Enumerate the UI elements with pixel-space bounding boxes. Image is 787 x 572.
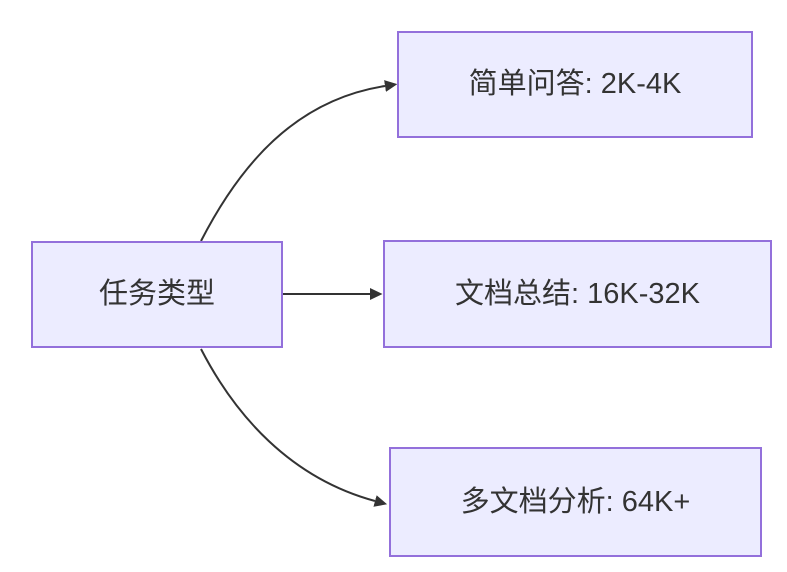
node-multi-doc-analysis: 多文档分析: 64K+ xyxy=(389,447,762,557)
node-multi-doc-analysis-label: 多文档分析: 64K+ xyxy=(460,485,691,518)
node-task-type: 任务类型 xyxy=(31,241,283,348)
node-doc-summary: 文档总结: 16K-32K xyxy=(383,240,772,348)
node-task-type-label: 任务类型 xyxy=(98,278,215,311)
node-simple-qa-label: 简单问答: 2K-4K xyxy=(468,68,682,101)
node-simple-qa: 简单问答: 2K-4K xyxy=(397,31,753,138)
edge-root-to-branch1 xyxy=(200,80,398,242)
edge-root-to-branch3 xyxy=(200,348,388,507)
node-doc-summary-label: 文档总结: 16K-32K xyxy=(455,277,700,310)
